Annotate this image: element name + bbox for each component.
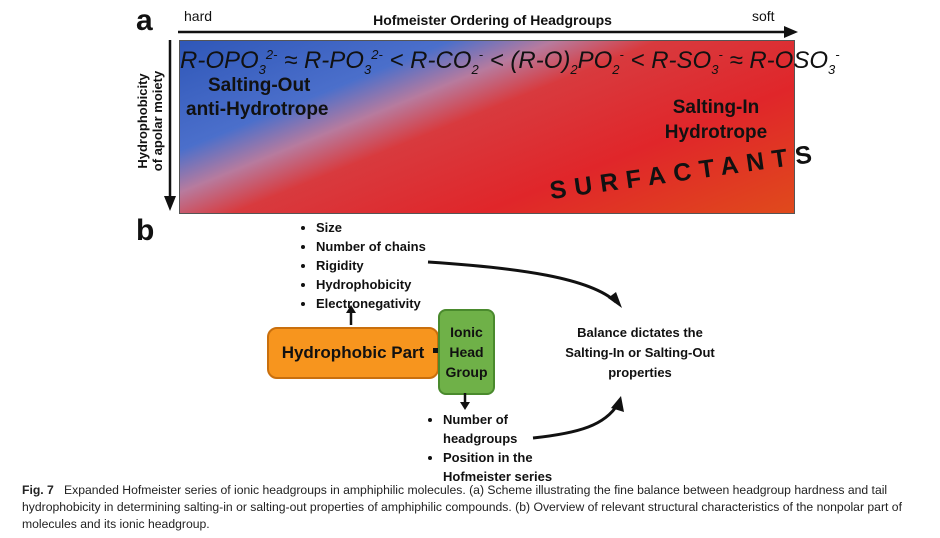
axis-hard-label: hard xyxy=(184,8,213,24)
anti-hydrotrope-label: anti-Hydrotrope xyxy=(186,99,329,120)
panel-b-label: b xyxy=(136,214,155,247)
list-item: Number of chains xyxy=(316,237,426,256)
down-arrow xyxy=(460,393,470,410)
balance-text: Balance dictates the Salting-In or Salti… xyxy=(565,325,715,380)
list-item: Electronegativity xyxy=(316,294,426,313)
axis-soft-label: soft xyxy=(752,8,775,24)
tail-properties-list: Size Number of chains Rigidity Hydrophob… xyxy=(298,218,426,313)
up-arrow xyxy=(346,305,356,325)
list-item: Hydrophobicity xyxy=(316,275,426,294)
salting-out-label: Salting-Out xyxy=(208,75,311,96)
headgroup-properties-list: Number of headgroups Position in the Hof… xyxy=(425,410,573,486)
list-item: Rigidity xyxy=(316,256,426,275)
connector xyxy=(433,348,441,353)
hofmeister-arrow xyxy=(178,26,798,38)
hydrophobicity-arrow xyxy=(164,40,176,211)
figure-caption: Fig. 7 Expanded Hofmeister series of ion… xyxy=(22,482,922,533)
hydrophobic-part-box: Hydrophobic Part xyxy=(267,327,439,379)
list-item: Number of headgroups xyxy=(443,410,573,448)
list-item: Position in the Hofmeister series xyxy=(443,448,573,486)
figure-label: Fig. 7 xyxy=(22,483,54,497)
hofmeister-axis-title: Hofmeister Ordering of Headgroups xyxy=(373,12,612,28)
caption-text: Expanded Hofmeister series of ionic head… xyxy=(22,483,902,531)
ionic-head-group-box: Ionic Head Group xyxy=(438,309,495,395)
list-item: Size xyxy=(316,218,426,237)
salting-in-label: Salting-In Hydrotrope xyxy=(664,97,768,143)
panel-a-label: a xyxy=(136,4,153,37)
